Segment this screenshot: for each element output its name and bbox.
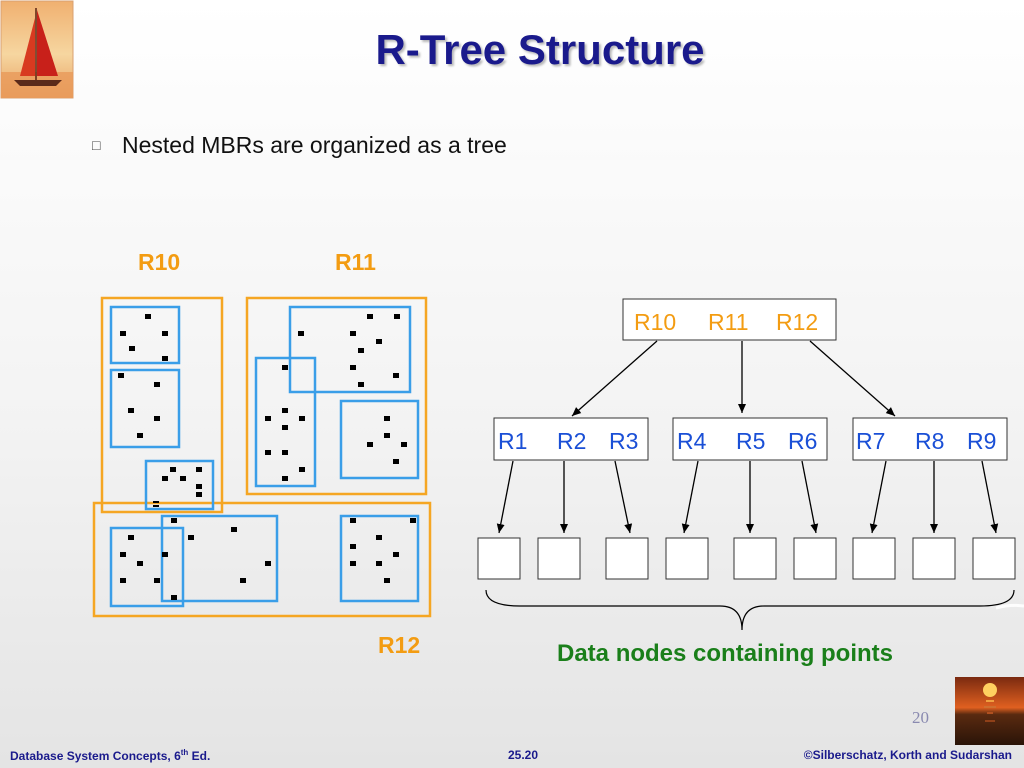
data-node-6 <box>793 537 837 580</box>
mbr-r8 <box>160 514 279 603</box>
data-points <box>118 314 416 600</box>
mbr-r3 <box>144 459 215 511</box>
entry-r6: R6 <box>788 428 817 454</box>
footer-copyright: ©Silberschatz, Korth and Sudarshan <box>803 748 1012 762</box>
data-node-3 <box>605 537 649 580</box>
entry-r2: R2 <box>557 428 586 454</box>
sailboat-sunset-image <box>0 0 74 99</box>
square-bullet-icon: □ <box>92 137 101 153</box>
tree-diagram: R10 R11 R12 R1 R2 R3 R4 R5 R6 R7 R8 R9 <box>477 298 1016 631</box>
entry-r8: R8 <box>915 428 944 454</box>
footer-slide-number: 25.20 <box>508 748 539 762</box>
entry-r3: R3 <box>609 428 638 454</box>
entry-r4: R4 <box>677 428 707 454</box>
mbr-diagram <box>92 296 432 618</box>
root-node <box>622 298 837 341</box>
bullet-text: Nested MBRs are organized as a tree <box>122 132 507 158</box>
data-node-7 <box>852 537 896 580</box>
mbr-r2 <box>109 368 181 449</box>
mbr-r9 <box>339 514 420 603</box>
sunset-over-water-image <box>955 677 1024 745</box>
mbr-r7 <box>109 526 185 608</box>
root-entry-r10: R10 <box>634 309 676 335</box>
data-node-4 <box>665 537 709 580</box>
data-node-5 <box>733 537 777 580</box>
label-r10: R10 <box>138 249 181 275</box>
data-node-9 <box>972 537 1016 580</box>
label-r12: R12 <box>378 632 421 658</box>
entry-r7: R7 <box>856 428 885 454</box>
internal-node-2 <box>672 417 828 461</box>
entry-r9: R9 <box>967 428 996 454</box>
mbr-r11 <box>245 296 428 496</box>
slide-title: R-Tree Structure <box>375 26 705 73</box>
data-node-1 <box>477 537 521 580</box>
mbr-r6 <box>339 399 420 480</box>
root-entry-r12: R12 <box>776 309 818 335</box>
mbr-r10 <box>100 296 224 514</box>
label-r11: R11 <box>335 249 376 275</box>
mbr-r5 <box>254 356 317 488</box>
data-node-2 <box>537 537 581 580</box>
internal-node-3 <box>852 417 1008 461</box>
data-node-8 <box>912 537 956 580</box>
root-entry-r11: R11 <box>708 309 749 335</box>
page-number: 20 <box>912 708 929 727</box>
curly-brace <box>485 589 1015 631</box>
internal-node-1 <box>493 417 649 461</box>
bullet-item: □ Nested MBRs are organized as a tree <box>92 132 507 159</box>
data-nodes-caption: Data nodes containing points <box>557 640 894 667</box>
entry-r5: R5 <box>736 428 765 454</box>
mbr-r12 <box>92 501 432 618</box>
mbr-r4 <box>288 305 412 394</box>
mbr-r1 <box>109 305 181 365</box>
footer-book-title: Database System Concepts, 6th Ed. <box>10 748 211 763</box>
entry-r1: R1 <box>498 428 527 454</box>
